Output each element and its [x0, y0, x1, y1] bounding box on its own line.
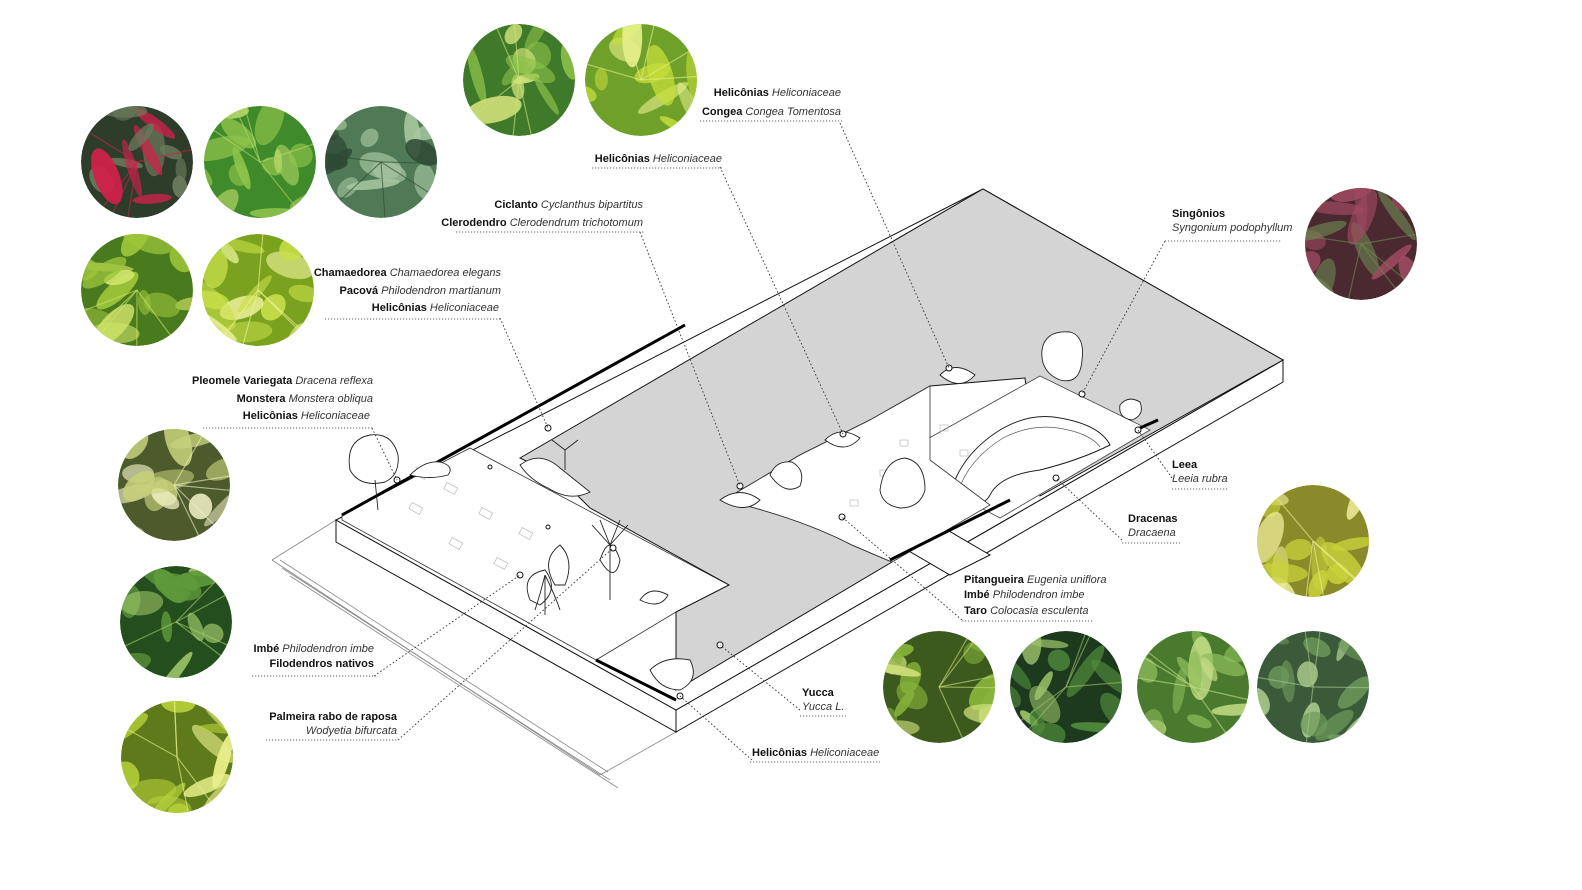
- dracena-variegata-photo: [118, 429, 230, 541]
- plant-labels: Helicônias Heliconiaceae Congea Congea T…: [192, 87, 1292, 763]
- label-pacova: Pacová Philodendron martianum: [340, 285, 501, 297]
- label-leea: Leea: [1172, 459, 1198, 471]
- leader-lines: [371, 122, 1173, 761]
- label-helicônias-2: Helicônias Heliconiaceae: [595, 153, 722, 165]
- label-filodendros: Filodendros nativos: [269, 658, 374, 670]
- label-helicônias-3: Helicônias Heliconiaceae: [372, 302, 499, 314]
- label-chamaedorea: Chamaedorea Chamaedorea elegans: [314, 267, 502, 279]
- courtyard: [722, 385, 991, 563]
- monstera-photo: [120, 566, 232, 678]
- label-leeia: Leeia rubra: [1172, 473, 1228, 485]
- congea-photo: [585, 24, 697, 136]
- philodendron-photo: [1137, 631, 1249, 743]
- label-helicônias-top: Helicônias Heliconiaceae: [714, 87, 841, 99]
- label-monstera: Monstera Monstera obliqua: [237, 393, 373, 405]
- label-syngonium: Syngonium podophyllum: [1172, 222, 1292, 234]
- palm-frond-photo: [202, 234, 314, 346]
- palm-sketches: [534, 439, 629, 615]
- label-pleomele: Pleomele Variegata Dracena reflexa: [192, 375, 373, 387]
- maranta-photo: [325, 106, 437, 218]
- wall-lines: [341, 323, 1159, 702]
- taro-photo: [1257, 631, 1369, 743]
- label-imbe-right: Imbé Philodendron imbe: [964, 589, 1084, 601]
- label-imbe-left: Imbé Philodendron imbe: [254, 643, 374, 655]
- leea-photo: [1257, 485, 1369, 597]
- label-yucca: Yucca: [802, 687, 835, 699]
- foxtail-palm-photo: [121, 701, 233, 813]
- label-congea: Congea Congea Tomentosa: [702, 106, 841, 118]
- label-helicônias-4: Helicônias Heliconiaceae: [243, 410, 370, 422]
- label-singonios: Singônios: [1172, 208, 1225, 220]
- label-taro: Taro Colocasia esculenta: [964, 605, 1089, 617]
- plant-photos: [81, 24, 1417, 813]
- imbe-photo: [1010, 631, 1122, 743]
- syngonium-photo: [1305, 188, 1417, 300]
- label-dracaena: Dracaena: [1128, 527, 1176, 539]
- label-clerodendro: Clerodendro Clerodendrum trichotomum: [441, 217, 643, 229]
- label-wodyetia: Wodyetia bifurcata: [306, 725, 397, 737]
- pitangueira-photo: [883, 631, 995, 743]
- broadleaf-photo: [81, 234, 193, 346]
- sidewalk-strip: [271, 519, 677, 789]
- helicônia-photo: [463, 24, 575, 136]
- label-palmeira: Palmeira rabo de raposa: [269, 711, 398, 723]
- red-foliage-photo: [81, 106, 193, 218]
- label-helicônias-bottom: Helicônias Heliconiaceae: [752, 747, 879, 759]
- pothos-photo: [204, 106, 316, 218]
- site-plan: [271, 188, 1285, 789]
- label-dracenas: Dracenas: [1128, 513, 1178, 525]
- label-pitangueira: Pitangueira Eugenia uniflora: [964, 574, 1106, 586]
- label-yucca-sci: Yucca L.: [802, 701, 844, 713]
- label-ciclanto: Ciclanto Cyclanthus bipartitus: [494, 199, 643, 211]
